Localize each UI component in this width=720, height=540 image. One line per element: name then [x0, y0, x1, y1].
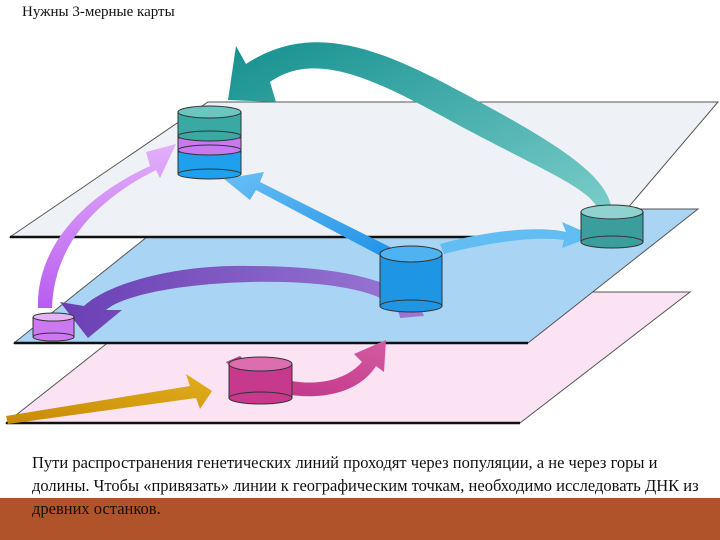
violet-population-cylinder — [32, 312, 75, 342]
purple-arrow — [60, 265, 424, 338]
page-title: Нужны 3-мерные карты — [22, 4, 175, 20]
small-blue-arrow — [440, 222, 594, 254]
slide-caption: Пути распространения генетических линий … — [32, 453, 699, 518]
stacked-population-cylinder — [177, 105, 242, 180]
teal-population-cylinder — [580, 204, 644, 249]
blue-arrow — [224, 172, 396, 262]
gold-arrow — [6, 374, 212, 424]
magenta-population-cylinder — [228, 356, 293, 405]
teal-arrow — [228, 42, 613, 224]
violet-arrow — [37, 144, 177, 308]
bottom-band — [0, 498, 720, 540]
blue-population-cylinder — [379, 245, 443, 313]
